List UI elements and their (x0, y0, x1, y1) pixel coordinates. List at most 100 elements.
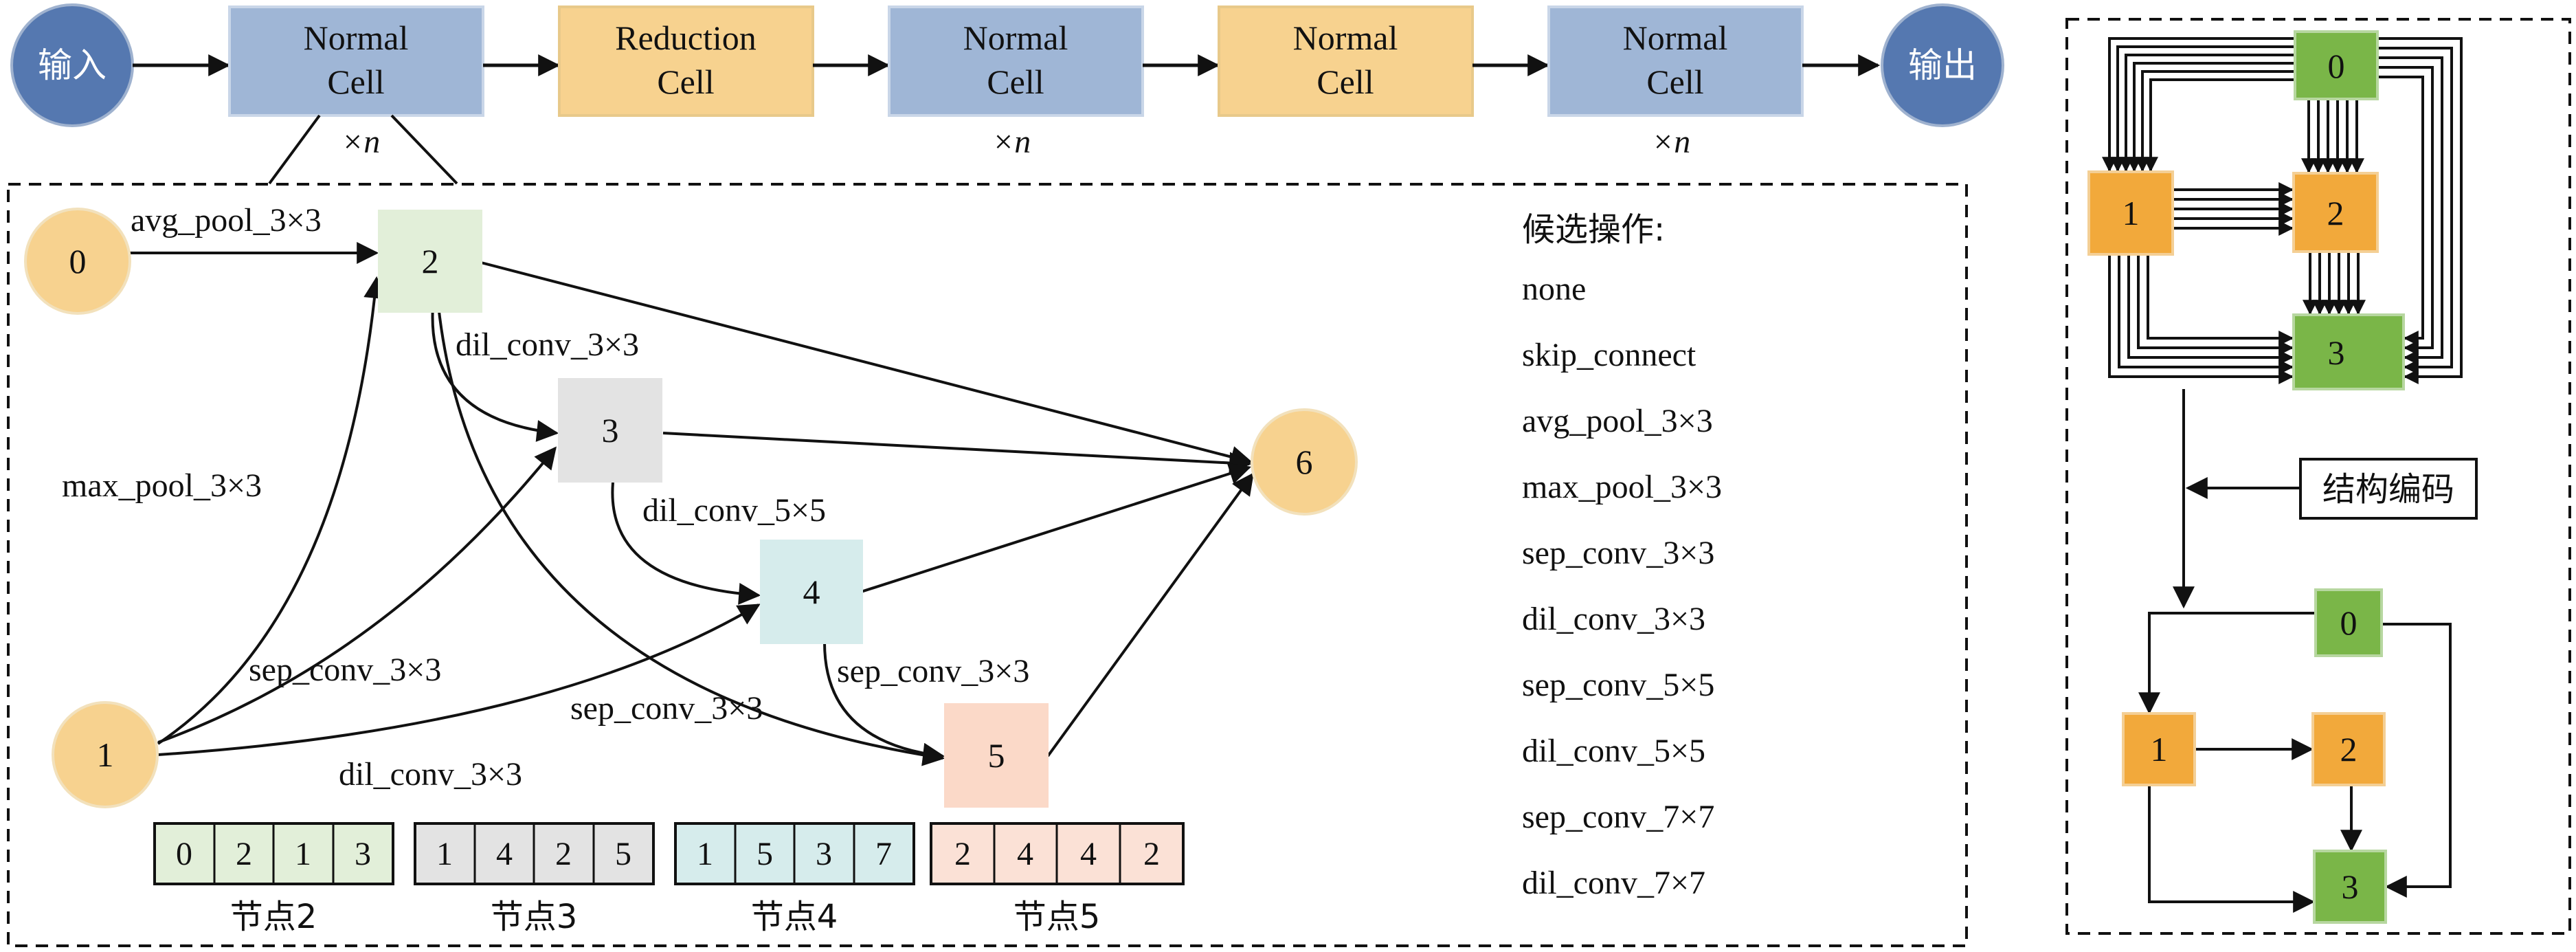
dense-node-1-label: 1 (2123, 194, 2140, 232)
cell-3-line1: Normal (963, 19, 1068, 57)
dense-node-1 (2087, 170, 2174, 256)
dense-wire (2102, 37, 2295, 173)
candidate-op: max_pool_3×3 (1522, 469, 1722, 505)
dense-wire (2108, 254, 2294, 384)
dense-wire (2377, 47, 2453, 375)
top-flow: 输入 Normal Cell ×n Reduction Cell Normal … (10, 3, 2004, 185)
graph-node-3-label: 3 (602, 411, 619, 450)
cell-3-line2: Cell (987, 63, 1044, 101)
candidate-ops-list: 候选操作: none skip_connect avg_pool_3×3 max… (1522, 210, 1722, 901)
encoding-cell: 3 (355, 836, 371, 872)
encoding-label: 结构编码 (2322, 470, 2454, 509)
candidate-op: dil_conv_7×7 (1522, 865, 1705, 901)
edge-label: sep_conv_3×3 (249, 652, 441, 688)
result-graph: 0 1 2 3 (2122, 588, 2452, 924)
edge-3-6 (662, 432, 1252, 474)
result-node-0-label: 0 (2340, 604, 2357, 642)
candidate-op: skip_connect (1522, 337, 1696, 373)
graph-node-2-label: 2 (422, 242, 439, 280)
dense-graph: 0 1 2 3 (2087, 30, 2463, 390)
cell-1-repeat: ×n (341, 124, 380, 160)
encoding-row: 0 2 1 3 节点2 1 4 2 5 节点3 1 5 3 7 节点4 2 4 … (153, 822, 1185, 936)
cell-4-line2: Cell (1317, 63, 1374, 101)
cell-3-repeat: ×n (992, 124, 1031, 160)
normal-cell-3 (1547, 5, 1804, 117)
result-edge-1-3 (2148, 785, 2316, 913)
structure-encoding-step: 结构编码 (2173, 389, 2478, 609)
dense-node-0 (2294, 30, 2379, 100)
cell-1-line1: Normal (304, 19, 409, 57)
encoding-cell: 1 (697, 836, 713, 872)
input-label: 输入 (38, 45, 107, 85)
edge-2-5 (437, 305, 945, 766)
graph-node-5-label: 5 (988, 736, 1005, 775)
edge-label: avg_pool_3×3 (131, 202, 322, 239)
normal-cell-2 (888, 5, 1144, 117)
result-node-2 (2311, 712, 2386, 786)
cell-graph: 0 1 2 3 4 5 6 avg_pool_3×3 max_pool_3×3 … (24, 202, 1358, 808)
edge-3-4 (611, 482, 761, 605)
encoding-cell: 3 (816, 836, 832, 872)
edge-2-3 (431, 305, 559, 442)
result-node-3 (2313, 850, 2387, 924)
encoding-cell: 1 (295, 836, 311, 872)
encoding-cell: 4 (496, 836, 513, 872)
result-node-1-label: 1 (2151, 730, 2168, 768)
dense-wire (2377, 66, 2434, 355)
graph-node-5 (944, 703, 1049, 808)
cell-5-repeat: ×n (1652, 124, 1690, 160)
dense-node-2-label: 2 (2327, 194, 2344, 232)
dense-node-2 (2292, 172, 2379, 253)
encoding-group-label: 节点5 (1013, 898, 1101, 936)
result-node-2-label: 2 (2340, 730, 2357, 768)
encoding-group-label: 节点4 (751, 898, 838, 936)
graph-node-6 (1251, 408, 1358, 516)
graph-node-2 (378, 210, 482, 313)
result-node-0 (2314, 588, 2383, 657)
encoding-cell: 7 (875, 836, 892, 872)
dense-wire (2147, 254, 2294, 346)
dense-wire (2143, 78, 2295, 173)
normal-cell-1 (228, 5, 484, 117)
graph-node-1 (52, 701, 159, 808)
edge-label: max_pool_3×3 (62, 467, 262, 504)
graph-node-1-label: 1 (97, 735, 114, 774)
edge-1-2 (157, 276, 386, 745)
reduction-cell-1 (558, 5, 814, 117)
edge-label: sep_conv_3×3 (837, 653, 1029, 689)
candidate-op: sep_conv_3×3 (1522, 535, 1714, 571)
graph-node-4-label: 4 (803, 573, 820, 611)
result-node-1 (2122, 712, 2196, 786)
cell-2-line1: Reduction (615, 19, 757, 57)
dense-wire (2127, 254, 2294, 365)
encoding-cell: 4 (1080, 836, 1097, 872)
dense-wire (2377, 56, 2443, 365)
encoding-cell: 5 (615, 836, 631, 872)
zoom-line-right (390, 114, 458, 185)
dense-wire (2118, 254, 2294, 375)
result-edge-0-3 (2377, 623, 2452, 898)
candidate-op: avg_pool_3×3 (1522, 403, 1713, 439)
output-label: 输出 (1908, 45, 1977, 85)
candidate-op: sep_conv_7×7 (1522, 799, 1714, 835)
encoding-cell: 2 (236, 836, 252, 872)
encoding-cell: 4 (1017, 836, 1033, 872)
dense-node-3 (2292, 313, 2405, 390)
dense-node-0-label: 0 (2328, 47, 2345, 85)
edge-1-4 (157, 604, 761, 756)
edge-2-6 (480, 261, 1253, 468)
cell-5-line1: Normal (1623, 19, 1728, 57)
edge-1-3 (157, 446, 557, 744)
candidate-op: dil_conv_3×3 (1522, 601, 1705, 637)
cell-5-line2: Cell (1646, 63, 1703, 101)
edge-label: dil_conv_3×3 (456, 326, 639, 363)
right-panel-frame (2065, 18, 2571, 935)
cell-2-line2: Cell (657, 63, 714, 101)
graph-node-0-label: 0 (69, 242, 87, 280)
dense-wire (2377, 76, 2424, 346)
cell-4-line1: Normal (1293, 19, 1398, 57)
edge-label: sep_conv_3×3 (570, 690, 763, 727)
dense-wire (2137, 254, 2294, 355)
dense-wire (2118, 54, 2295, 173)
